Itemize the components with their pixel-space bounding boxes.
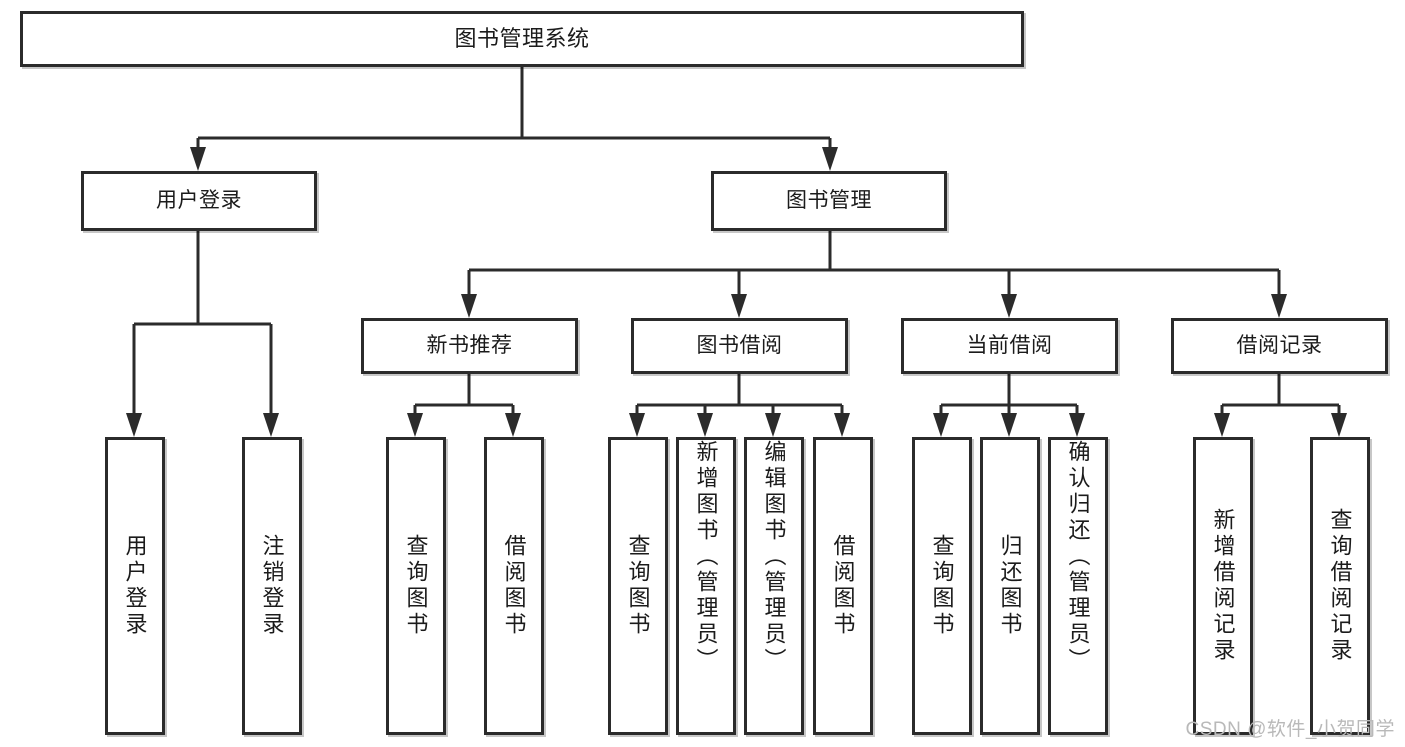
node-book-borrow[interactable]: 图书借阅 <box>631 318 848 374</box>
leaf-add-borrow-record[interactable]: 新增借阅记录 <box>1193 437 1253 735</box>
leaf-query-book-borrow[interactable]: 查询图书 <box>608 437 668 735</box>
node-label: 用户登录 <box>156 188 242 212</box>
leaf-return-book[interactable]: 归还图书 <box>980 437 1040 735</box>
node-label: 图书管理系统 <box>454 26 590 52</box>
leaf-user-login[interactable]: 用户登录 <box>105 437 165 735</box>
node-label: 图书管理 <box>786 188 872 212</box>
node-borrow-record[interactable]: 借阅记录 <box>1171 318 1388 374</box>
node-label: 确认归还（管理员） <box>1065 440 1091 674</box>
node-label: 查询图书 <box>403 534 429 638</box>
node-current-borrow[interactable]: 当前借阅 <box>901 318 1118 374</box>
node-user-login[interactable]: 用户登录 <box>81 171 317 231</box>
node-label: 图书借阅 <box>696 333 783 357</box>
leaf-user-logout[interactable]: 注销登录 <box>242 437 302 735</box>
node-label: 查询图书 <box>929 534 955 638</box>
node-label: 归还图书 <box>997 534 1023 638</box>
node-label: 注销登录 <box>259 534 285 638</box>
node-root-book-management-system[interactable]: 图书管理系统 <box>20 11 1024 67</box>
node-label: 借阅记录 <box>1236 333 1323 357</box>
csdn-watermark: CSDN @软件_小贺同学 <box>1185 719 1395 740</box>
leaf-add-book-admin[interactable]: 新增图书（管理员） <box>676 437 736 735</box>
node-label: 查询借阅记录 <box>1327 508 1353 664</box>
node-label: 当前借阅 <box>966 333 1053 357</box>
leaf-borrow-book[interactable]: 借阅图书 <box>813 437 873 735</box>
leaf-query-book-current[interactable]: 查询图书 <box>912 437 972 735</box>
node-label: 新增图书（管理员） <box>693 440 719 674</box>
node-label: 用户登录 <box>122 534 148 638</box>
node-book-management[interactable]: 图书管理 <box>711 171 947 231</box>
leaf-borrow-book-recommend[interactable]: 借阅图书 <box>484 437 544 735</box>
node-label: 查询图书 <box>625 534 651 638</box>
node-label: 新增借阅记录 <box>1210 508 1236 664</box>
leaf-edit-book-admin[interactable]: 编辑图书（管理员） <box>744 437 804 735</box>
node-label: 借阅图书 <box>501 534 527 638</box>
node-label: 编辑图书（管理员） <box>761 440 787 674</box>
node-label: 借阅图书 <box>830 534 856 638</box>
node-label: 新书推荐 <box>426 333 513 357</box>
node-new-book-recommend[interactable]: 新书推荐 <box>361 318 578 374</box>
leaf-query-borrow-record[interactable]: 查询借阅记录 <box>1310 437 1370 735</box>
leaf-confirm-return-admin[interactable]: 确认归还（管理员） <box>1048 437 1108 735</box>
leaf-query-book-recommend[interactable]: 查询图书 <box>386 437 446 735</box>
